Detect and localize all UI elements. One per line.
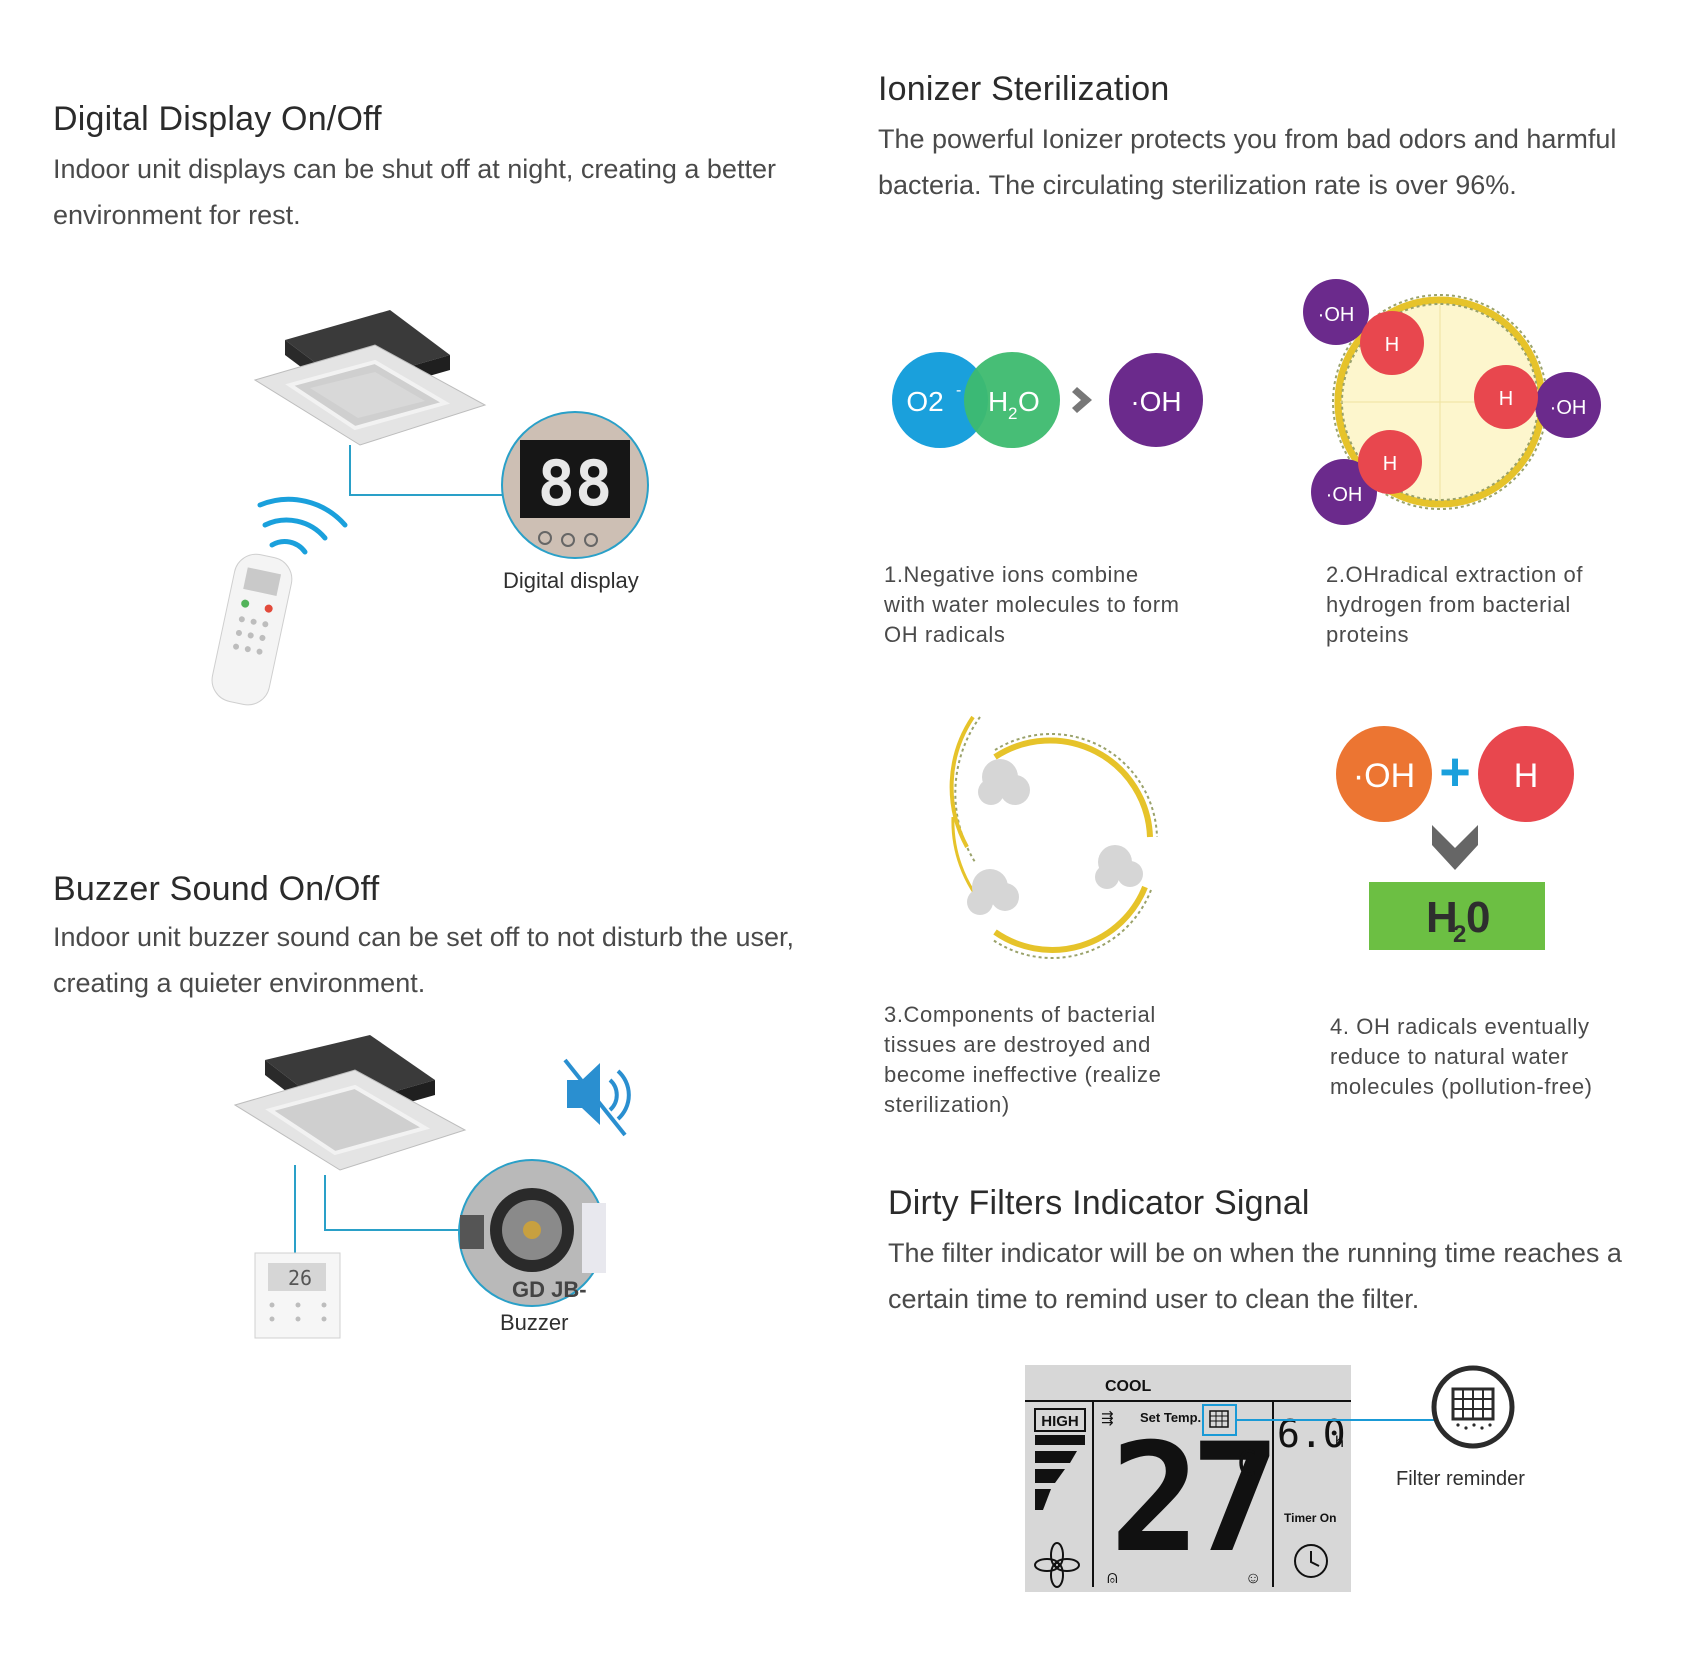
oh-radical-icon <box>1535 372 1601 438</box>
bell-icon: ⍝ <box>1107 1567 1118 1587</box>
buzzer-illustration: 26 GD JB- <box>233 1035 631 1339</box>
svg-text:·OH: ·OH <box>1318 304 1355 326</box>
svg-text:H: H <box>1385 334 1399 356</box>
debris-icon <box>967 759 1143 915</box>
svg-text:GD JB-: GD JB- <box>512 1277 587 1302</box>
h2o-molecule-icon <box>964 352 1060 448</box>
svg-text:·OH: ·OH <box>1353 757 1415 795</box>
cassette-unit-icon <box>233 1035 467 1171</box>
svg-text:H: H <box>1499 388 1513 410</box>
buzzer-title: Buzzer Sound On/Off <box>53 870 380 908</box>
svg-text:H: H <box>1426 893 1458 942</box>
mute-speaker-icon <box>563 1058 631 1137</box>
fan-icon <box>1034 1542 1080 1588</box>
water-result-box <box>1369 882 1545 950</box>
svg-text:H: H <box>988 386 1008 417</box>
swing-icon: ⇶ <box>1101 1410 1114 1427</box>
hydrogen-atom-icon <box>1474 365 1538 429</box>
plus-icon: + <box>1439 742 1471 802</box>
wired-controller-icon: 26 <box>254 1252 341 1339</box>
hydrogen-atom-icon <box>1478 726 1574 822</box>
buzzer-label: Buzzer <box>500 1310 569 1335</box>
oh-radical-icon <box>1109 353 1203 447</box>
filter-reminder-label: Filter reminder <box>1396 1468 1525 1490</box>
step4-caption: 4. OH radicals eventually reduce to natu… <box>1330 1014 1593 1099</box>
step2-caption: 2.OHradical extraction of hydrogen from … <box>1326 562 1584 647</box>
lcd-timer-label: Timer On <box>1284 1511 1336 1525</box>
panel-digits: 88 <box>538 447 613 520</box>
svg-text:·OH: ·OH <box>1550 397 1587 419</box>
step3-caption: 3.Components of bacterial tissues are de… <box>884 1002 1162 1117</box>
broken-cell-wall-icon <box>949 715 1158 959</box>
step3-illustration <box>949 715 1158 959</box>
svg-text:-: - <box>956 382 961 399</box>
o2-ion-icon <box>892 352 988 448</box>
svg-text:H: H <box>1383 453 1397 475</box>
digital-display-description: Indoor unit displays can be shut off at … <box>53 154 776 230</box>
step4-illustration: ·OH + H H 2 0 <box>1336 726 1574 950</box>
lcd-mode: COOL <box>1105 1378 1151 1395</box>
lcd-fan-speed: HIGH <box>1041 1413 1079 1430</box>
lcd-panel-illustration: COOL HIGH ⇶ Set Temp. 27 C 6.0 h Timer O… <box>1025 1365 1471 1592</box>
clock-icon <box>1294 1544 1328 1578</box>
person-icon: ☺ <box>1245 1570 1261 1587</box>
filter-reminder-icon <box>1431 1365 1515 1449</box>
chevron-down-icon <box>1432 825 1478 870</box>
svg-text:O2: O2 <box>906 386 943 417</box>
remote-control-icon <box>211 553 293 706</box>
step2-illustration: ·OH H ·OH H ·OH H <box>1303 279 1601 525</box>
lcd-set-temp-label: Set Temp. <box>1140 1410 1201 1425</box>
svg-text:O: O <box>1018 386 1040 417</box>
svg-text:H: H <box>1514 757 1539 795</box>
ionizer-description: The powerful Ionizer protects you from b… <box>878 124 1617 200</box>
svg-text:0: 0 <box>1466 893 1490 942</box>
buzzer-description: Indoor unit buzzer sound can be set off … <box>53 922 794 998</box>
wireless-signal-icon <box>257 496 348 555</box>
step1-illustration: O2 - H 2 O ·OH <box>892 352 1203 448</box>
buzzer-component-icon: GD JB- <box>458 1159 606 1307</box>
svg-text:·OH: ·OH <box>1326 484 1363 506</box>
hydrogen-atom-icon <box>1358 430 1422 494</box>
dirty-filter-title: Dirty Filters Indicator Signal <box>888 1184 1310 1222</box>
digital-display-title: Digital Display On/Off <box>53 100 382 138</box>
lcd-temp-unit: C <box>1237 1444 1257 1484</box>
digital-display-label: Digital display <box>503 568 639 593</box>
dirty-filter-description: The filter indicator will be on when the… <box>888 1238 1622 1314</box>
svg-text:·OH: ·OH <box>1130 386 1181 417</box>
svg-text:2: 2 <box>1453 921 1466 948</box>
arrow-right-icon <box>1072 387 1092 413</box>
svg-text:h: h <box>1335 1434 1344 1451</box>
lcd-temperature: 27 <box>1110 1412 1271 1586</box>
oh-radical-icon <box>1311 459 1377 525</box>
svg-text:2: 2 <box>1008 404 1017 423</box>
controller-reading: 26 <box>288 1266 312 1290</box>
cassette-unit-icon <box>253 310 487 446</box>
ionizer-title: Ionizer Sterilization <box>878 70 1170 108</box>
hydrogen-atom-icon <box>1360 311 1424 375</box>
digital-display-panel-icon: 88 <box>501 411 649 559</box>
fan-bar-icon <box>1035 1435 1085 1445</box>
step1-caption: 1.Negative ions combine with water molec… <box>884 562 1180 647</box>
oh-radical-icon <box>1303 279 1369 345</box>
digital-display-illustration: 88 <box>211 310 649 706</box>
oh-radical-icon <box>1336 726 1432 822</box>
